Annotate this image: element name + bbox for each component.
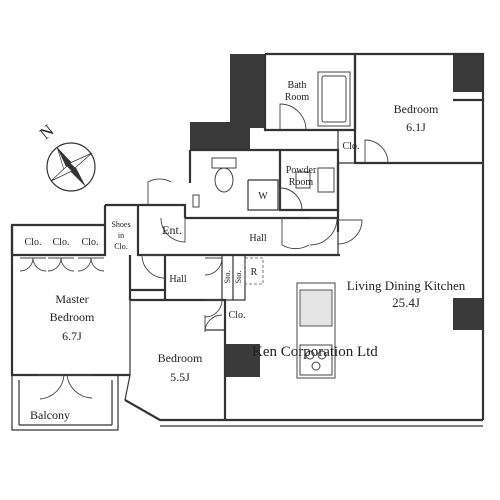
bedroom-center-name: Bedroom xyxy=(158,351,203,365)
compass-rose-icon xyxy=(46,142,96,192)
structural-columns xyxy=(190,54,483,377)
balcony-label: Balcony xyxy=(30,408,70,422)
closet-ne-label: Clo. xyxy=(343,141,360,152)
hall-small-label: Hall xyxy=(169,274,186,285)
bedroom-center: Bedroom 5.5J xyxy=(158,351,203,384)
bedroom-ne-name: Bedroom xyxy=(394,102,439,116)
master-bedroom-size: 6.7J xyxy=(62,329,82,343)
storage-label-1: Sto. xyxy=(223,271,232,284)
hall-main-label: Hall xyxy=(249,233,266,244)
door-swings xyxy=(19,103,389,400)
interior-walls xyxy=(105,54,483,379)
closet-master-label-2: Clo. xyxy=(53,237,70,248)
ldk: Living Dining Kitchen 25.4J xyxy=(347,278,466,310)
bathroom-fixtures xyxy=(317,71,351,127)
bedroom-center-size: 5.5J xyxy=(170,370,190,384)
bedroom-ne-size: 6.1J xyxy=(406,120,426,134)
watermark: Ken Corporation Ltd xyxy=(252,344,378,360)
storage-label-2: Sto. xyxy=(234,271,243,284)
closet-master-label-1: Clo. xyxy=(25,237,42,248)
bedroom-ne: Bedroom 6.1J xyxy=(394,102,439,134)
toilet-fixture xyxy=(192,157,237,208)
entrance-label: Ent. xyxy=(162,223,182,237)
closet-bed-center-label: Clo. xyxy=(229,310,246,321)
refrigerator-label: R xyxy=(251,267,258,278)
closet-master-label-3: Clo. xyxy=(82,237,99,248)
ldk-name: Living Dining Kitchen xyxy=(347,278,466,293)
powder-fixtures xyxy=(295,167,335,193)
washer-label: W xyxy=(258,191,268,202)
compass-north-label: N xyxy=(36,121,58,143)
ldk-size: 25.4J xyxy=(392,295,420,310)
